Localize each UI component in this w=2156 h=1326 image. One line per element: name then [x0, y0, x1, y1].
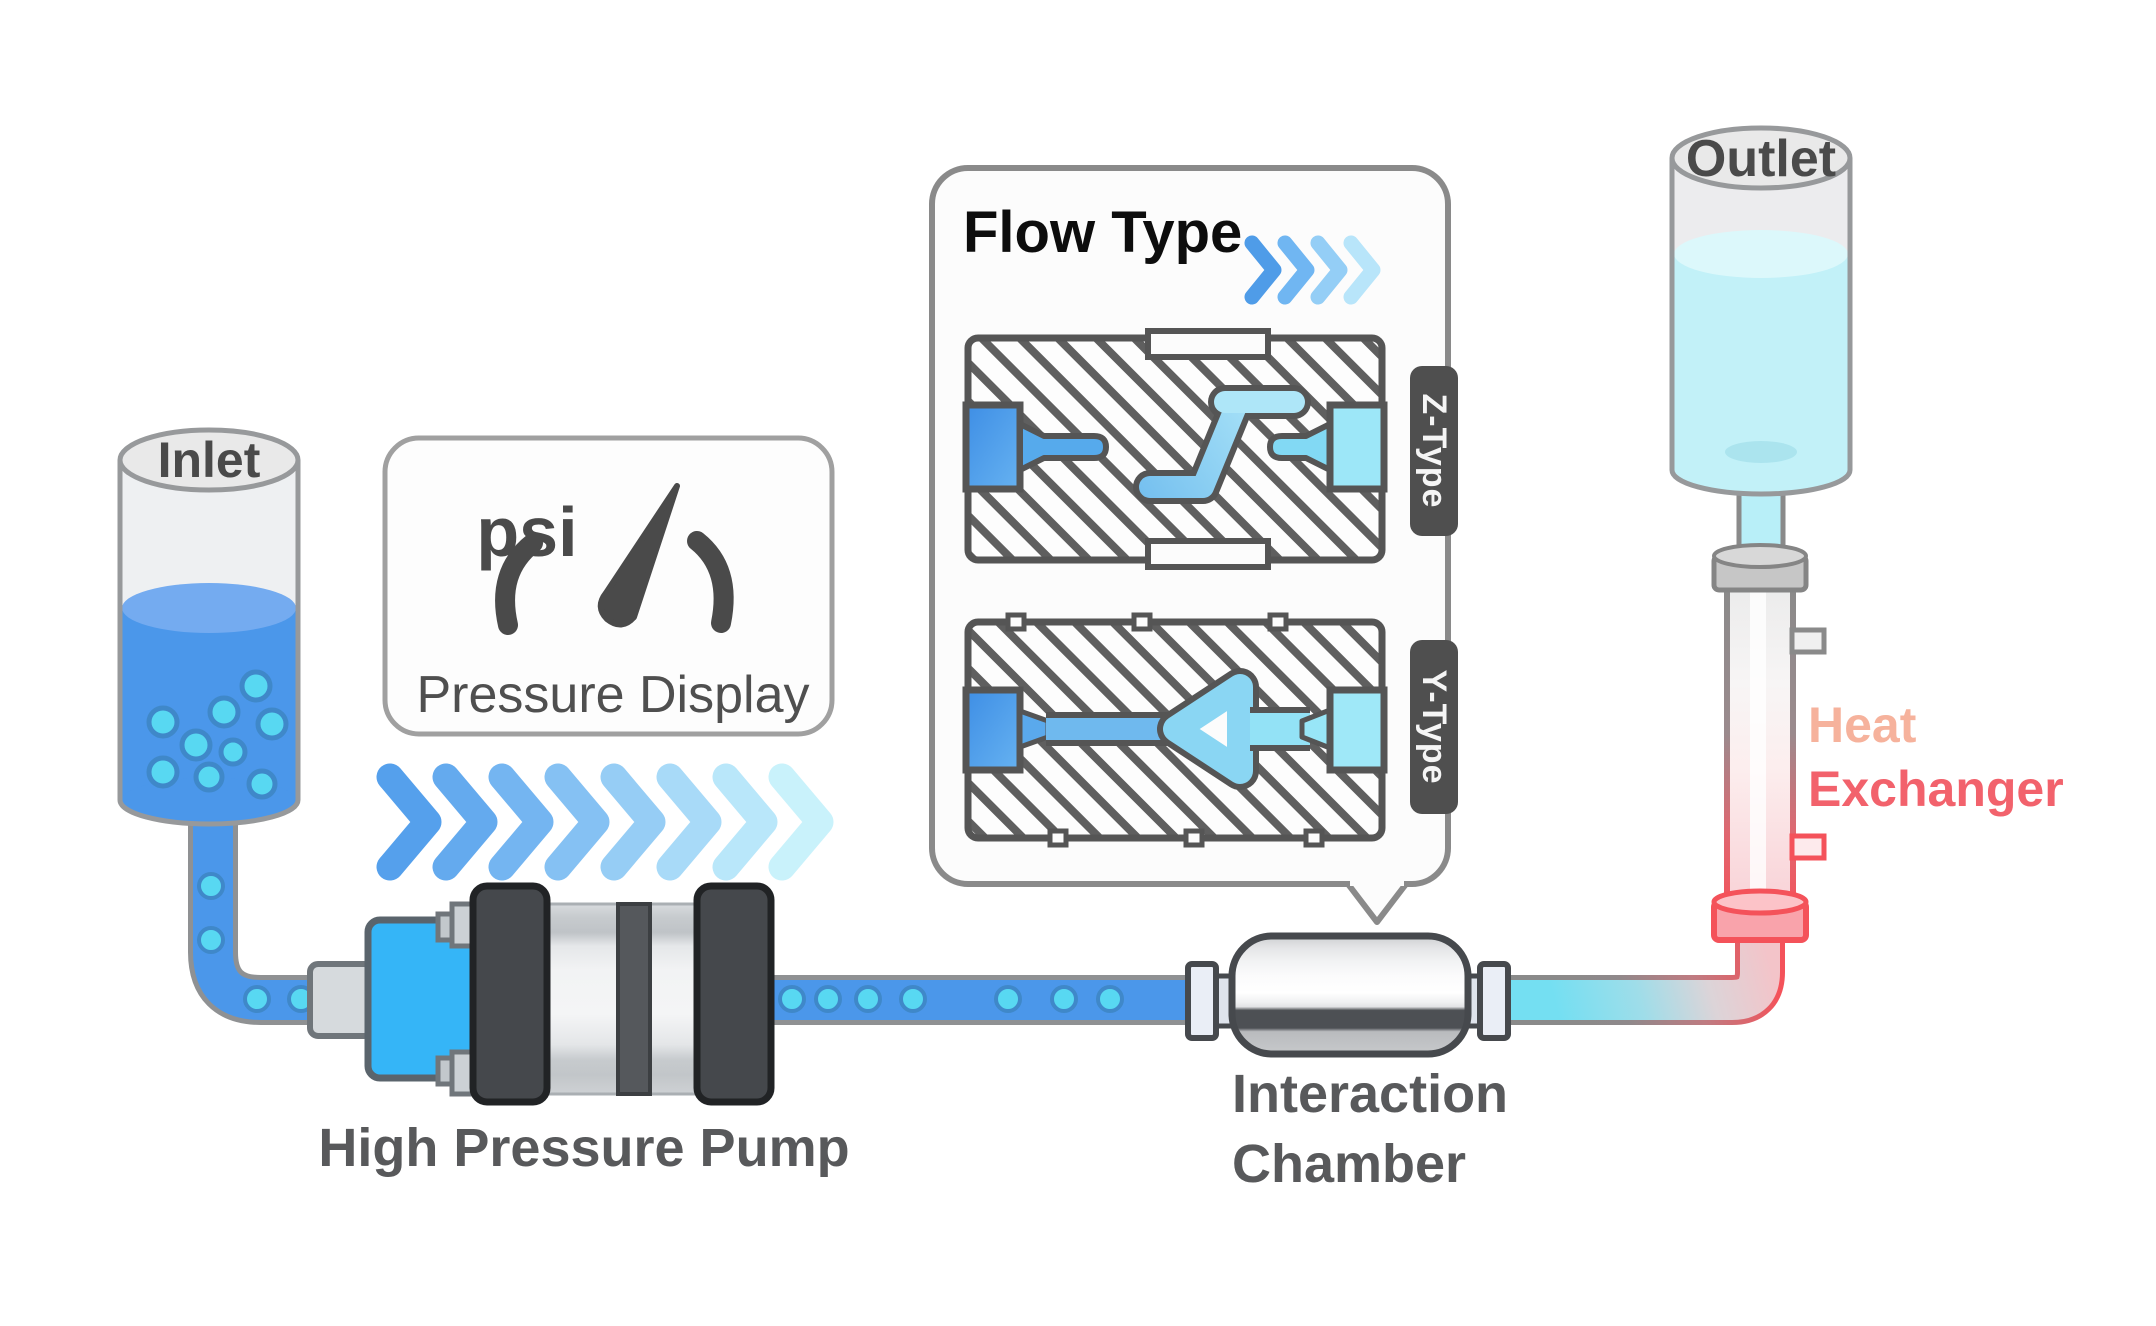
- z-block-notch-top: [1145, 328, 1271, 360]
- flow-type-pointer-mask: [1350, 877, 1404, 886]
- pump-to-chamber-pipe: [760, 975, 1200, 1025]
- z-channel: [1133, 385, 1311, 504]
- chamber-label-line1: Interaction: [1232, 1064, 1508, 1124]
- y-junction-ring: [1157, 668, 1259, 790]
- chevron-icon: [488, 763, 554, 881]
- pump-plate-right: [693, 882, 775, 1106]
- outlet-label: Outlet: [1686, 130, 1836, 188]
- z-type-diagram: [962, 328, 1388, 570]
- pipe-bubbles: [778, 985, 1124, 1013]
- inlet-container: Inlet: [117, 427, 301, 827]
- y-type-tab: Y-Type: [1410, 640, 1458, 814]
- inlet-label: Inlet: [158, 432, 261, 488]
- heat-exchanger: Heat Exchanger: [1711, 485, 2064, 943]
- z-exit-channel: [1267, 421, 1333, 473]
- high-pressure-pump: High Pressure Pump: [307, 882, 850, 1178]
- pump-cylinder-band: [616, 902, 652, 1096]
- exchanger-label-line2: Exchanger: [1808, 761, 2064, 817]
- pump-label: High Pressure Pump: [318, 1118, 849, 1178]
- flow-type-panel: Flow Type Z-Type: [929, 165, 1458, 925]
- chamber-body: [1228, 932, 1472, 1058]
- chamber-to-exchanger-pipe: [1505, 938, 1785, 1025]
- chevron-icon: [544, 763, 610, 881]
- outlet-outline: [1669, 158, 1853, 497]
- exchanger-tube-highlight: [1750, 588, 1766, 912]
- flow-type-pointer: [1345, 882, 1409, 925]
- z-inlet-port: [962, 401, 1024, 493]
- flow-type-arrows-icon: [1244, 235, 1381, 305]
- pressure-gauge-icon: [495, 483, 734, 635]
- y-outlet-port: [1326, 686, 1388, 774]
- interaction-chamber: Interaction Chamber: [1185, 932, 1511, 1194]
- chamber-flange-right: [1477, 961, 1511, 1041]
- chevron-icon: [600, 763, 666, 881]
- z-entry-channel: [1017, 421, 1109, 473]
- z-type-tab-label: Z-Type: [1415, 394, 1453, 509]
- exchanger-nozzle-top: [1789, 627, 1827, 655]
- chevron-icon: [376, 763, 442, 881]
- outlet-liquid: [1674, 230, 1848, 492]
- exchanger-label-line1: Heat: [1808, 697, 1917, 753]
- y-inlet-port: [962, 686, 1024, 774]
- inlet-outline: [117, 460, 301, 827]
- exchanger-collar-top: [1711, 543, 1809, 593]
- outlet-container: Outlet: [1669, 125, 1853, 497]
- pump-plate-left: [469, 882, 551, 1106]
- z-outlet-port: [1326, 401, 1388, 493]
- chamber-label-line2: Chamber: [1232, 1134, 1466, 1194]
- chevron-icon: [432, 763, 498, 881]
- exchanger-nozzle-bottom: [1789, 833, 1827, 861]
- pressure-display-panel: psi Pressure Display: [382, 435, 835, 737]
- chevron-icon: [656, 763, 722, 881]
- chevron-icon: [712, 763, 778, 881]
- inlet-bubbles: [146, 669, 289, 800]
- chevron-icon: [768, 763, 834, 881]
- pump-inlet-connector: [307, 961, 375, 1039]
- flow-type-title: Flow Type: [963, 200, 1242, 265]
- flow-arrows: [376, 763, 834, 881]
- y-block-notches: [1005, 612, 1325, 848]
- y-type-diagram: [962, 612, 1388, 848]
- exchanger-collar-bottom: [1711, 888, 1809, 943]
- z-type-tab: Z-Type: [1410, 366, 1458, 536]
- pressure-display-label: Pressure Display: [416, 666, 809, 724]
- z-block-notch-bottom: [1145, 538, 1271, 570]
- y-type-tab-label: Y-Type: [1415, 670, 1453, 785]
- chamber-flange-left: [1185, 961, 1219, 1041]
